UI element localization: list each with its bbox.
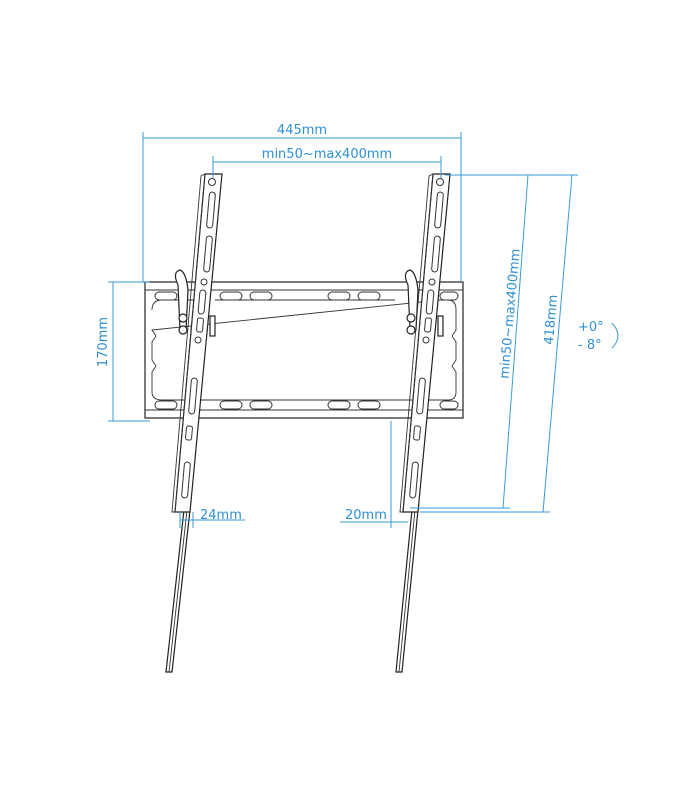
right-arm xyxy=(395,173,451,673)
bottom-slots xyxy=(154,400,459,410)
left-offset-label: 24mm xyxy=(200,508,242,523)
right-offset-label: 20mm xyxy=(345,508,387,523)
tilt-down-label: - 8° xyxy=(578,338,602,353)
left-arm xyxy=(165,173,223,673)
dimension-lines xyxy=(108,132,619,528)
vesa-horizontal-label: min50~max400mm xyxy=(262,147,392,162)
tilt-up-label: +0° xyxy=(578,320,604,335)
top-slots xyxy=(154,291,459,301)
plate-height-label: 170mm xyxy=(96,317,111,367)
overall-width-label: 445mm xyxy=(277,123,327,138)
arm-length-label: 418mm xyxy=(542,294,561,345)
vesa-vertical-label: min50~max400mm xyxy=(497,248,523,379)
